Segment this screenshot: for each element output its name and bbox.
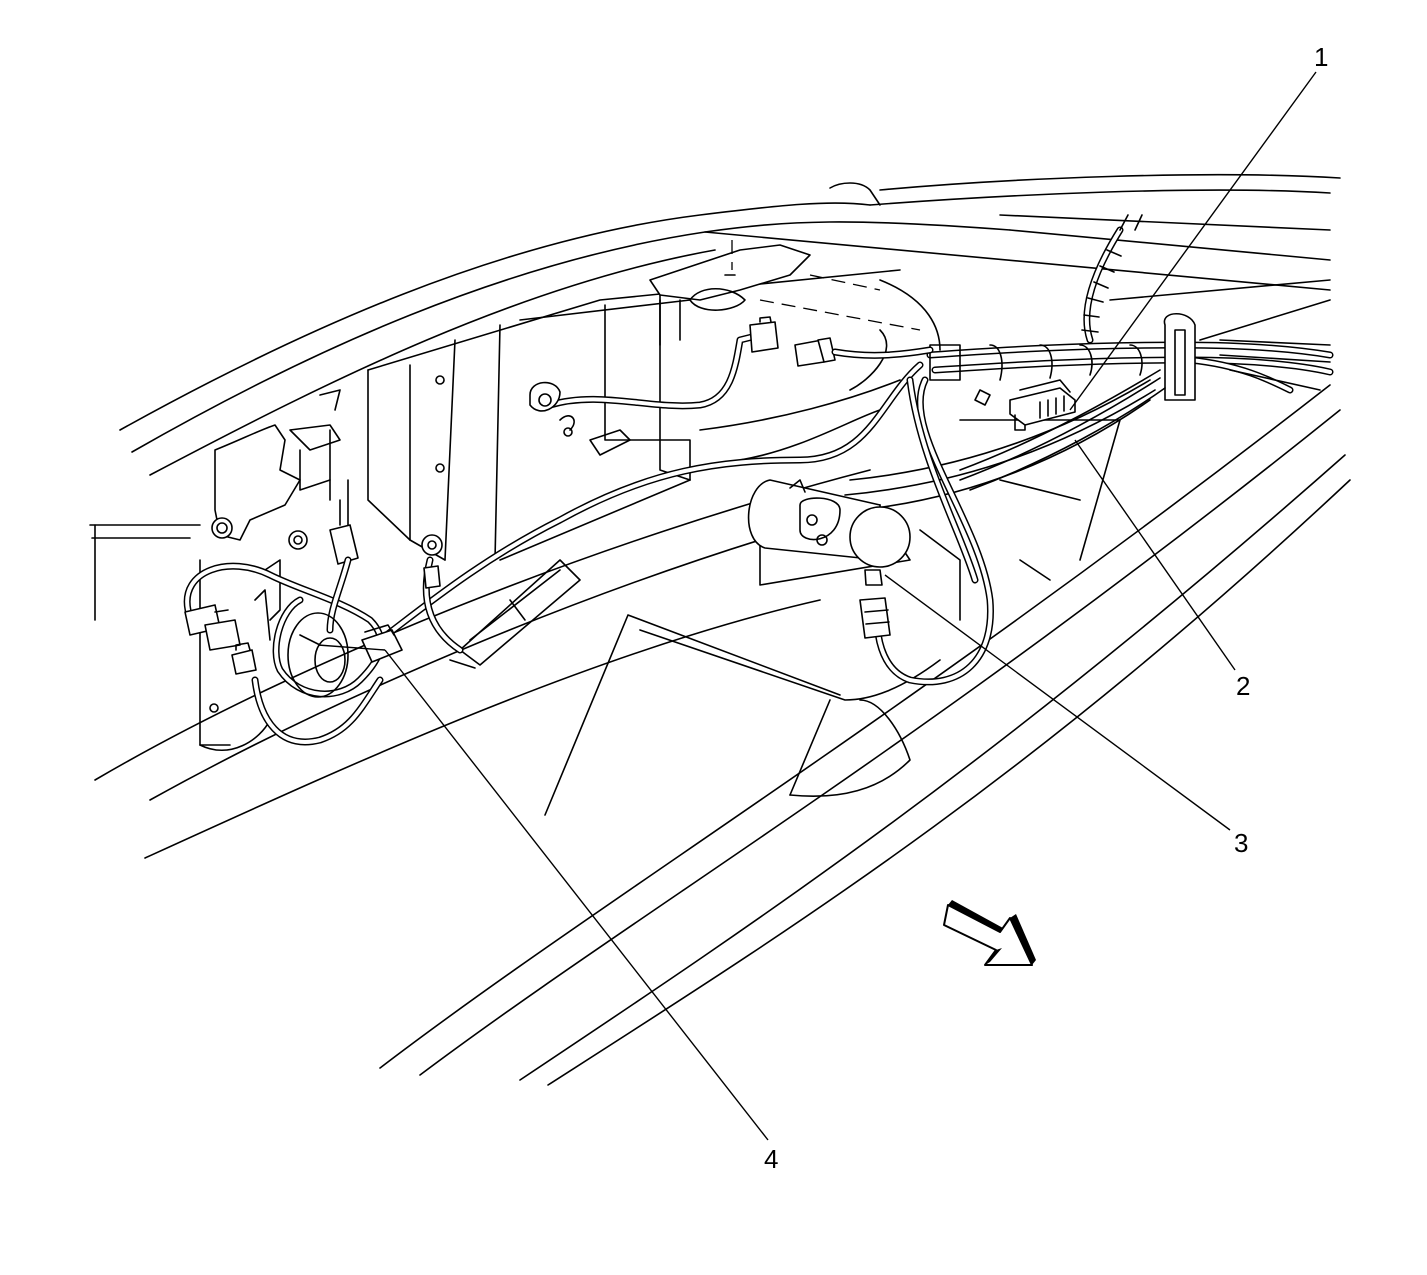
floor-harness: [376, 361, 994, 686]
callout-4: 4: [764, 1144, 778, 1174]
connector-1: [974, 379, 1076, 431]
callout-2: 2: [1236, 671, 1250, 701]
callout-1: 1: [1314, 42, 1328, 72]
main-harness-bundle: [844, 214, 1334, 511]
front-direction-arrow-icon: [943, 900, 1036, 966]
upper-wire-run: [529, 316, 934, 412]
leader-lines: [317, 71, 1317, 1141]
inner-panels: [367, 269, 1121, 621]
left-bracket-assembly: [199, 389, 359, 751]
mounting-bracket: [649, 240, 921, 346]
left-harness: [183, 534, 464, 746]
cylindrical-module-3: [747, 479, 911, 639]
callout-3: 3: [1234, 828, 1248, 858]
